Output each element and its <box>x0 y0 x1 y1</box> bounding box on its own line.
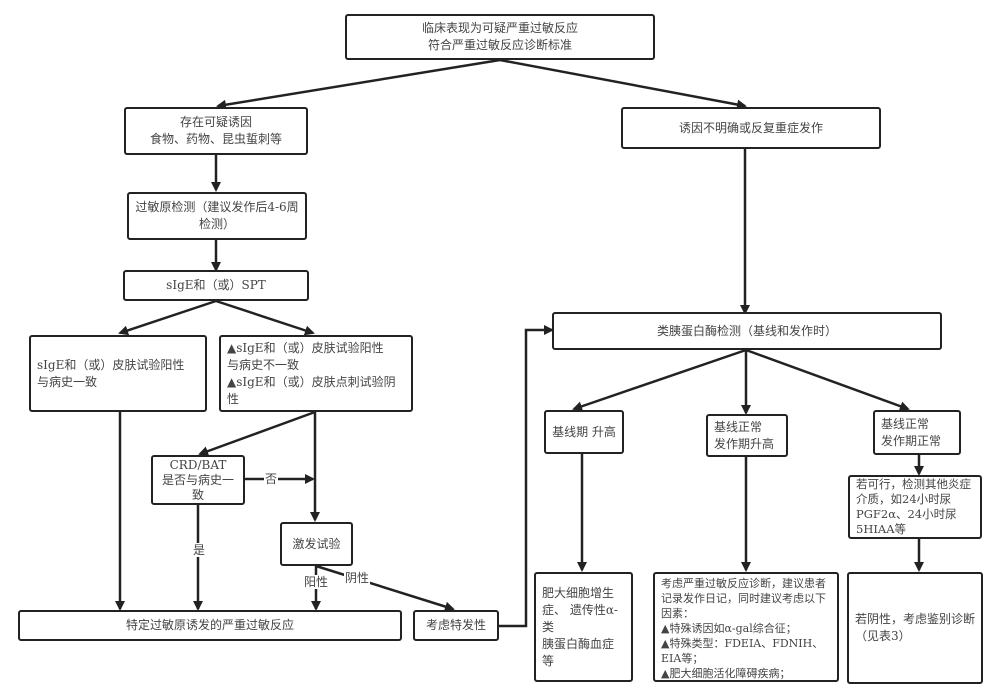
node-allergen-test: 过敏原检测（建议发作后4-6周 检测） <box>127 192 307 240</box>
edge-tryptase-to-normal <box>745 348 910 411</box>
node-inconsistent: ▲sIgE和（或）皮肤试验阳性 与病史不一致 ▲sIgE和（或）皮肤点刺试验阴性 <box>219 335 413 412</box>
edge-start-to-suspected <box>216 58 501 110</box>
node-consider-anaphylaxis: 考虑严重过敏反应诊断，建议患者记录发作日记，同时建议考虑以下因素： ▲特殊诱因如… <box>653 572 839 682</box>
node-mastocytosis-text: 肥大细胞增生 症、 遗传性α-类 胰蛋白酶血症等 <box>542 585 618 668</box>
node-inconsistent-text: ▲sIgE和（或）皮肤试验阳性 与病史不一致 ▲sIgE和（或）皮肤点刺试验阴性 <box>227 340 396 406</box>
edge-label-no: 否 <box>264 472 279 486</box>
node-baseline-high: 基线期 升高 <box>544 410 624 454</box>
node-crd-bat: CRD/BAT 是否与病史一 致 <box>151 455 245 505</box>
node-baseline-normal-attack-normal: 基线正常 发作期正常 <box>873 410 961 455</box>
node-idiopathic: 考虑特发性 <box>413 610 499 641</box>
edge-sige-to-inconsistent <box>215 299 315 336</box>
node-tryptase-text: 类胰蛋白酶检测（基线和发作时） <box>656 323 837 338</box>
edge-idiopathic-to-tryptase <box>499 325 554 628</box>
node-sige-spt: sIgE和（或）SPT <box>123 270 309 301</box>
edge-tryptase-to-baseline-high <box>572 348 747 412</box>
node-suspected-trigger: 存在可疑诱因 食物、药物、昆虫蜇刺等 <box>124 107 308 155</box>
node-consistent: sIgE和（或）皮肤试验阳性 与病史一致 <box>29 335 207 412</box>
edge-start-to-unclear <box>499 58 747 110</box>
edge-sige-to-consistent <box>118 299 217 336</box>
node-start: 临床表现为可疑严重过敏反应 符合严重过敏反应诊断标准 <box>345 14 655 60</box>
node-other-mediators-text: 若可行，检测其他炎症介质，如24小时尿PGF2α、24小时尿5HIAA等 <box>856 477 971 536</box>
node-baseline-high-text: 基线期 升高 <box>552 424 616 439</box>
node-differential: 若阴性，考虑鉴别诊断 （见表3） <box>847 572 983 684</box>
node-consider-anaphylaxis-text: 考虑严重过敏反应诊断，建议患者记录发作日记，同时建议考虑以下因素： ▲特殊诱因如… <box>661 577 826 680</box>
node-challenge: 激发试验 <box>280 522 353 566</box>
node-challenge-text: 激发试验 <box>292 536 341 551</box>
edge-label-negative: 阴性 <box>344 571 371 585</box>
node-baseline-normal-attack-normal-text: 基线正常 发作期正常 <box>881 416 942 448</box>
node-allergen-test-text: 过敏原检测（建议发作后4-6周 检测） <box>135 200 299 231</box>
node-baseline-normal-attack-high-text: 基线正常 发作期升高 <box>714 419 775 451</box>
node-specific-allergen-text: 特定过敏原诱发的严重过敏反应 <box>125 618 294 632</box>
node-unclear-trigger: 诱因不明确或反复重症发作 <box>621 107 881 149</box>
node-baseline-normal-attack-high: 基线正常 发作期升高 <box>706 414 788 457</box>
node-crd-bat-text: CRD/BAT 是否与病史一 致 <box>161 457 234 502</box>
edge-inconsistent-to-crd <box>198 410 316 456</box>
node-sige-spt-text: sIgE和（或）SPT <box>166 278 266 292</box>
node-start-text: 临床表现为可疑严重过敏反应 符合严重过敏反应诊断标准 <box>421 21 578 52</box>
node-idiopathic-text: 考虑特发性 <box>425 618 486 632</box>
node-consistent-text: sIgE和（或）皮肤试验阳性 与病史一致 <box>37 357 185 389</box>
edge-label-yes: 是 <box>192 543 207 557</box>
node-tryptase: 类胰蛋白酶检测（基线和发作时） <box>552 312 942 350</box>
node-specific-allergen: 特定过敏原诱发的严重过敏反应 <box>18 610 402 641</box>
edge-label-positive: 阳性 <box>303 575 330 589</box>
node-other-mediators: 若可行，检测其他炎症介质，如24小时尿PGF2α、24小时尿5HIAA等 <box>848 475 982 539</box>
node-mastocytosis: 肥大细胞增生 症、 遗传性α-类 胰蛋白酶血症等 <box>534 572 633 682</box>
node-differential-text: 若阴性，考虑鉴别诊断 （见表3） <box>855 612 976 643</box>
node-suspected-trigger-text: 存在可疑诱因 食物、药物、昆虫蜇刺等 <box>149 115 282 146</box>
node-unclear-trigger-text: 诱因不明确或反复重症发作 <box>678 120 823 135</box>
edge-challenge-negative <box>315 564 455 612</box>
